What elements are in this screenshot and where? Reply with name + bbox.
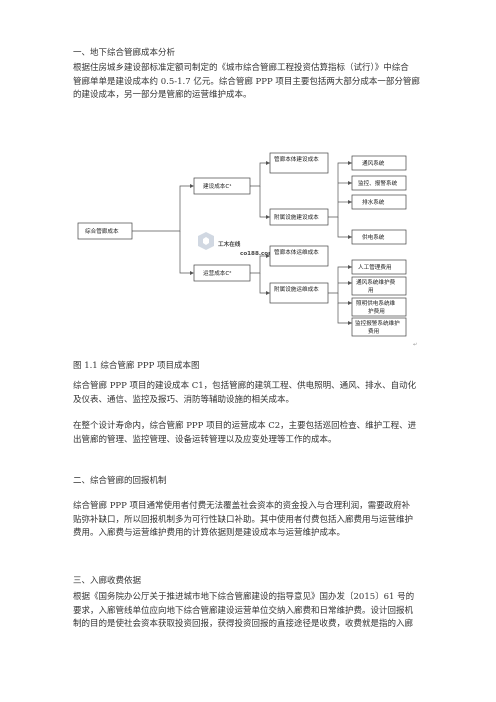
text-line: 要求，入廊管线单位应向地下综合管廊建设运营单位交纳入廊费和日常维护费。设计回报机 [73,605,414,616]
node-drainage: 排水系统 [351,194,407,210]
node-power-supply: 供电系统 [351,229,407,245]
text-line: 综合管廊 PPP 项目通常使用者付费无法覆盖社会资本的资金投入与合理利润，需要政… [73,501,411,511]
node-label: 附属设施建设成本 [274,213,319,221]
node-label: 护费用 [368,307,385,315]
node-facility-operation: 附属设施运维成本 [269,282,329,304]
text-line: 管廊单单是建设成本约 0.5-1.7 亿元。综合管廊 PPP 项目主要包括两大部… [73,76,420,87]
node-label: 监控报警系统维护 [355,319,400,327]
node-label: 附属设施运维成本 [274,285,319,293]
watermark-logo: 工木在线 co188.com [198,232,274,257]
cost-structure-diagram: 工木在线 co188.com 综合管廊成本 [77,152,417,348]
node-root-total-cost: 综合管廊成本 [77,222,133,240]
text-line: 费用。入廊费与运营维护费用的计算依据则是建设成本与运营维护成本。 [73,528,346,538]
node-label: 通风系统 [362,159,385,167]
node-label: 管廊本体建设成本 [274,155,319,163]
node-label: 运营成本C² [203,269,232,277]
node-construction-cost: 建设成本C¹ [193,177,251,195]
text-line: 制的目的是使社会资本获取投资回报，获得投资回报的直接途径是收费，收费就是指的入廊 [73,619,414,629]
section1-paragraph-2: 综合管廊 PPP 项目的建设成本 C1，包括管廊的建筑工程、供电照明、通风、排水… [73,380,425,407]
section1-paragraph-1: 根据住房城乡建设部标准定额司制定的《城市综合管廊工程投资估算指标（试行）》中综合… [73,62,425,103]
node-ventilation: 通风系统 [351,155,407,171]
node-label: 照明供电系统维 [356,299,396,307]
text-line: 在整个设计寿命内，综合管廊 PPP 项目的运营成本 C2，主要包括巡回检查、维护… [73,421,417,431]
node-ventilation-maintenance: 通风系统维护费 用 [351,276,407,296]
section2-heading: 二、综合管廊的回报机制 [73,476,167,486]
text-line: 根据住房城乡建设部标准定额司制定的《城市综合管廊工程投资估算指标（试行）》中综合 [73,63,409,73]
node-label: 人工管理费用 [358,263,392,271]
section1-paragraph-3: 在整个设计寿命内，综合管廊 PPP 项目的运营成本 C2，主要包括巡回检查、维护… [73,420,425,447]
node-label: 监控、报警系统 [358,179,398,187]
node-body-construction: 管廊本体建设成本 [269,152,329,174]
section3-paragraph-1: 根据《国务院办公厅关于推进城市地下综合管廊建设的指导意见》国办发〔2015〕61… [73,591,425,632]
text-line: 贴弥补缺口，所以回报机制多为可行性缺口补助。其中使用者付费包括入廊费用与运营维护 [73,514,414,525]
text-line: 及仪表、通信、监控及报巧、消防等辅助设施的相关成本。 [73,394,295,405]
node-lighting-power-maintenance: 照明供电系统维 护费用 [351,297,407,317]
figure-caption: 图 1.1 综合管廊 PPP 项目成本图 [73,361,200,371]
node-operation-cost: 运营成本C² [193,264,251,282]
node-body-operation: 管廊本体运维成本 [269,245,329,267]
text-line: 出管廊的管理、监控管理、设备运转管理以及应变处理等工作的成本。 [73,434,337,445]
text-line: 根据《国务院办公厅关于推进城市地下综合管廊建设的指导意见》国办发〔2015〕61… [73,592,415,602]
watermark-text: 工木在线 [218,240,241,248]
node-facility-construction: 附属设施建设成本 [269,208,329,226]
arrowheads [190,161,352,325]
node-label: 综合管廊成本 [85,227,119,235]
node-label: 建设成本C¹ [203,182,232,190]
node-label: 供电系统 [362,233,385,241]
node-label: 排水系统 [362,198,385,206]
paragraph-mark: ↵ [413,342,417,348]
node-label: 费用 [368,327,379,335]
node-label: 用 [368,287,374,294]
section3-heading: 三、入廊收费依据 [73,576,142,586]
watermark-subtext: co188.com [240,251,274,257]
node-monitoring-alarm-maintenance: 监控报警系统维护 费用 [351,317,407,337]
section1-heading: 一、地下综合管廊成本分析 [73,48,176,58]
text-line: 综合管廊 PPP 项目的建设成本 C1，包括管廊的建筑工程、供电照明、通风、排水… [73,381,417,391]
node-label: 通风系统维护费 [356,278,396,286]
text-line: 的建设成本，另一部分是管廊的运营维护成本。 [73,90,252,100]
node-labor-management-fee: 人工管理费用 [351,259,407,275]
node-label: 管廊本体运维成本 [274,248,319,256]
section2-paragraph-1: 综合管廊 PPP 项目通常使用者付费无法覆盖社会资本的资金投入与合理利润，需要政… [73,500,425,541]
node-monitoring-alarm: 监控、报警系统 [351,175,407,191]
